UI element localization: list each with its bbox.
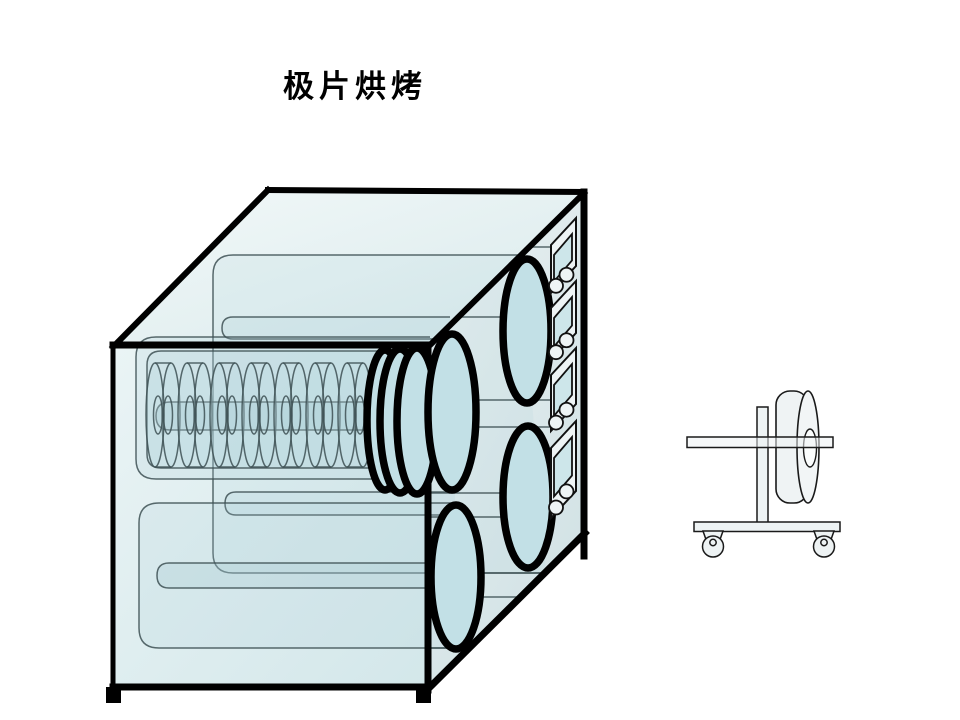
disc-edge	[305, 362, 325, 468]
electrode-roll	[499, 255, 555, 407]
disc-edge	[241, 362, 261, 468]
roll-cart	[686, 390, 841, 558]
interior-roll	[177, 362, 213, 468]
disc-hub	[184, 395, 196, 435]
interior-roll	[209, 362, 245, 468]
panel-display	[553, 294, 573, 350]
interior-roll	[305, 362, 341, 468]
upper-tray	[221, 316, 450, 340]
disc-hub	[344, 395, 356, 435]
frame-edge	[108, 185, 273, 352]
disc-edge	[337, 362, 357, 468]
frame-edge	[423, 528, 590, 694]
disc-edge	[273, 362, 293, 468]
control-panel	[548, 278, 577, 363]
panel-knob	[558, 332, 575, 349]
disc-hub	[248, 395, 260, 435]
disc-edge	[209, 362, 229, 468]
frame-edge	[264, 186, 588, 196]
oven	[106, 185, 590, 703]
disc-hub	[322, 395, 334, 435]
caster-wheel	[701, 535, 725, 558]
caster-hub	[709, 538, 717, 547]
panel-display	[553, 361, 573, 419]
panel-knob	[558, 483, 575, 500]
disc-hub	[226, 395, 238, 435]
interior-roll-discs	[145, 362, 373, 468]
panel-display	[553, 434, 573, 499]
disc-hub	[152, 395, 164, 435]
caster-hub	[820, 538, 828, 547]
electrode-roll	[427, 501, 485, 653]
electrode-roll	[424, 330, 480, 494]
disc-edge	[177, 362, 197, 468]
lower-chamber	[138, 502, 452, 649]
interior-roll	[241, 362, 277, 468]
cart-caster	[812, 530, 836, 558]
panel-knob	[548, 499, 564, 516]
panel-knob	[548, 277, 564, 294]
disc-hub	[216, 395, 228, 435]
interior-roll	[273, 362, 309, 468]
oven-feet	[106, 687, 431, 703]
oven-foot	[106, 687, 121, 703]
control-panel	[548, 215, 577, 296]
disc-hub	[162, 395, 174, 435]
slide-title: 极片烘烤	[283, 69, 427, 104]
disc-hub	[280, 395, 292, 435]
electrode-roll	[499, 422, 557, 572]
panel-display	[553, 231, 573, 284]
interior-roll	[145, 362, 181, 468]
frame-edge	[423, 188, 589, 352]
cart-post	[756, 406, 769, 524]
disc-hub	[290, 395, 302, 435]
cart-base	[693, 521, 841, 533]
control-panel	[548, 345, 577, 434]
disc-hub	[194, 395, 206, 435]
cart-caster	[701, 530, 725, 558]
cart-shaft-bar	[686, 436, 834, 449]
oven-frame-edges	[108, 185, 590, 694]
lower-shaft	[156, 562, 428, 589]
disc-hub	[258, 395, 270, 435]
upper-chamber-outer	[135, 336, 430, 480]
panel-knob	[548, 414, 564, 431]
panel-knob	[548, 344, 564, 361]
caster-wheel	[812, 535, 836, 558]
disc-hub	[312, 395, 324, 435]
control-panel	[548, 418, 577, 521]
electrode-rolls	[363, 255, 557, 653]
disc-edge	[145, 362, 165, 468]
oven-foot	[416, 687, 431, 703]
panel-knob	[558, 266, 575, 283]
panel-knob	[558, 401, 575, 418]
control-panels	[548, 215, 577, 521]
